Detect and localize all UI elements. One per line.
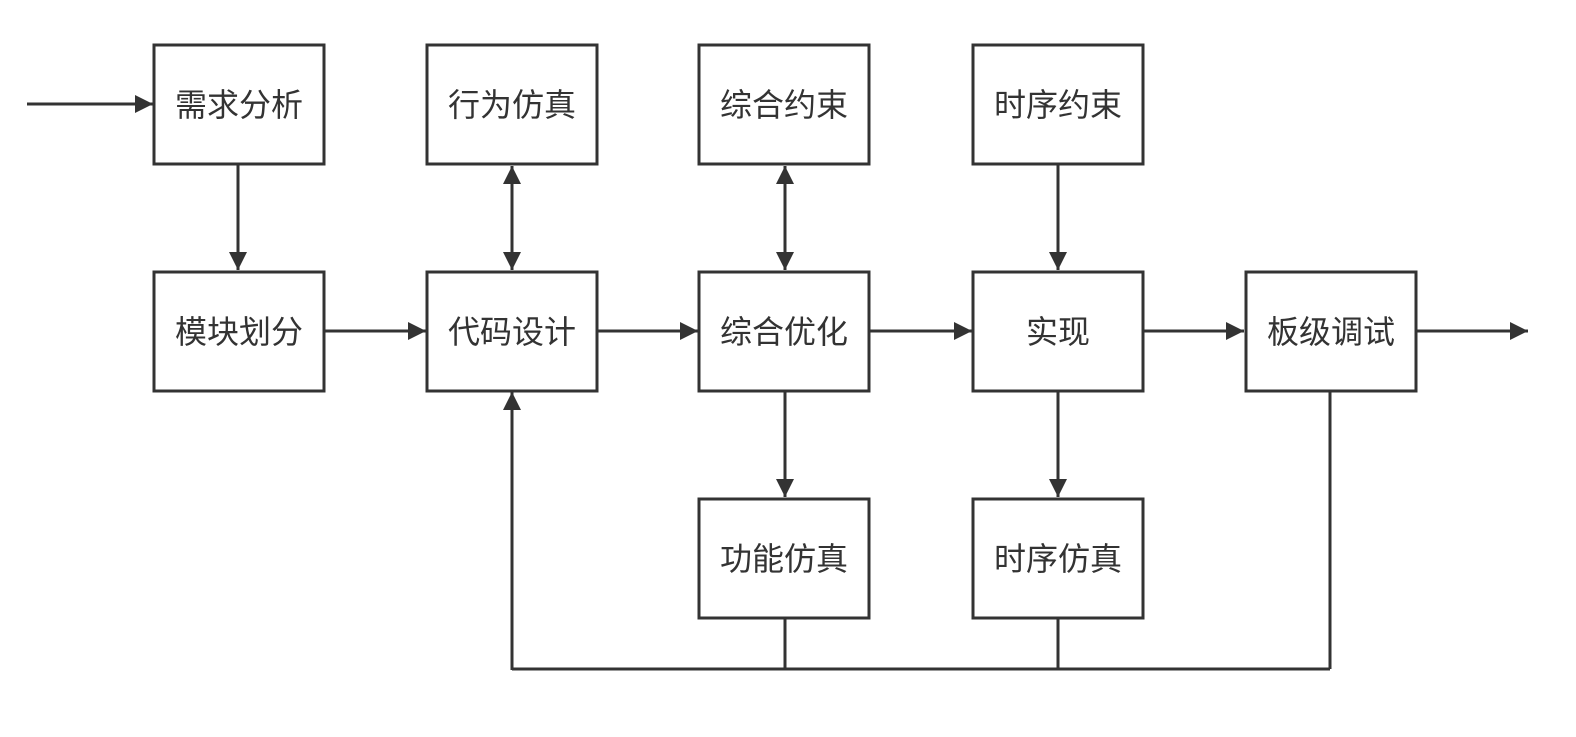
node-code-design-label: 代码设计 xyxy=(448,313,576,351)
node-requirements: 需求分析 xyxy=(152,43,326,166)
node-module-partition-box xyxy=(152,270,326,393)
node-behavior-sim: 行为仿真 xyxy=(425,43,599,166)
node-code-design-box xyxy=(425,270,599,393)
node-module-partition-label: 模块划分 xyxy=(175,313,303,351)
node-behavior-sim-box xyxy=(425,43,599,166)
node-requirements-box xyxy=(152,43,326,166)
node-module-partition: 模块划分 xyxy=(152,270,326,393)
node-code-design: 代码设计 xyxy=(425,270,599,393)
node-func-sim-label: 功能仿真 xyxy=(720,540,848,578)
node-timing-constraint-box xyxy=(971,43,1145,166)
edges xyxy=(27,95,1528,671)
node-func-sim-box xyxy=(697,497,871,620)
node-behavior-sim-label: 行为仿真 xyxy=(448,86,576,124)
nodes: 需求分析 行为仿真 综合约束 时序约束 模块划分 代码设计 综合优化 xyxy=(152,43,1418,620)
node-requirements-label: 需求分析 xyxy=(175,86,303,124)
node-board-debug-label: 板级调试 xyxy=(1267,313,1395,351)
node-implementation-box xyxy=(971,270,1145,393)
node-synth-opt-label: 综合优化 xyxy=(720,313,848,351)
node-implementation-label: 实现 xyxy=(1026,313,1090,351)
node-synth-opt-box xyxy=(697,270,871,393)
node-func-sim: 功能仿真 xyxy=(697,497,871,620)
node-synth-constraint-label: 综合约束 xyxy=(720,86,848,124)
node-timing-constraint: 时序约束 xyxy=(971,43,1145,166)
node-timing-sim-label: 时序仿真 xyxy=(994,540,1122,578)
node-board-debug: 板级调试 xyxy=(1244,270,1418,393)
node-timing-constraint-label: 时序约束 xyxy=(994,86,1122,124)
node-implementation: 实现 xyxy=(971,270,1145,393)
node-synth-constraint: 综合约束 xyxy=(697,43,871,166)
node-timing-sim: 时序仿真 xyxy=(971,497,1145,620)
node-synth-constraint-box xyxy=(697,43,871,166)
node-board-debug-box xyxy=(1244,270,1418,393)
node-synth-opt: 综合优化 xyxy=(697,270,871,393)
node-timing-sim-box xyxy=(971,497,1145,620)
